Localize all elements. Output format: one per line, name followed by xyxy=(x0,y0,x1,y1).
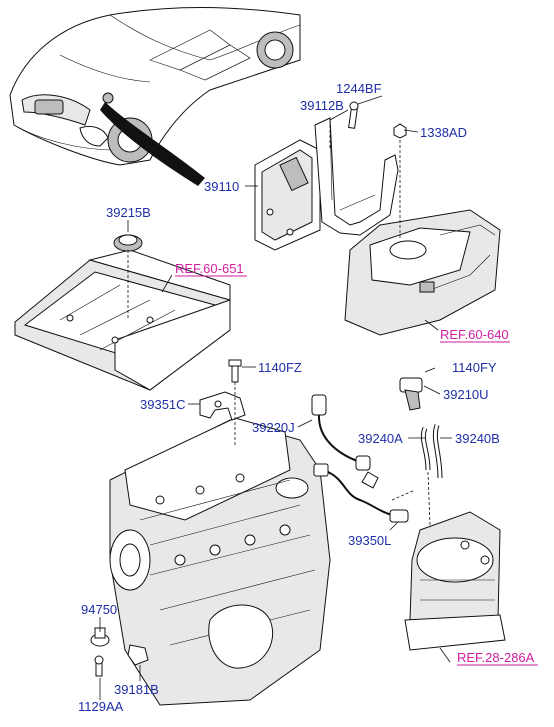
part-39350L[interactable]: 39350L xyxy=(348,533,391,548)
ref-60-640[interactable]: REF.60-640 xyxy=(440,327,509,342)
part-39240A[interactable]: 39240A xyxy=(358,431,403,446)
engine-block xyxy=(109,417,331,706)
ref-60-651[interactable]: REF.60-651 xyxy=(175,261,244,276)
part-1140FY[interactable]: 1140FY xyxy=(452,360,497,375)
part-39220J[interactable]: 39220J xyxy=(252,420,295,435)
part-39181B[interactable]: 39181B xyxy=(114,682,159,697)
oxygen-sensor-front xyxy=(311,394,379,489)
catalytic-converter xyxy=(404,511,506,651)
vehicle-illustration xyxy=(9,7,301,186)
oxygen-sensor-rear xyxy=(399,377,443,479)
part-1129AA[interactable]: 1129AA xyxy=(78,699,124,714)
leader-lines xyxy=(99,95,452,700)
part-39351C[interactable]: 39351C xyxy=(140,397,186,412)
part-1338AD[interactable]: 1338AD xyxy=(420,125,467,140)
sensor-bracket xyxy=(199,359,246,421)
part-94750[interactable]: 94750 xyxy=(81,602,117,617)
ecu-assembly xyxy=(254,101,407,251)
body-structure xyxy=(344,209,501,336)
ref-28-286A[interactable]: REF.28-286A xyxy=(457,650,535,665)
part-labels: 1244BF 39112B 1338AD 39110 39215B 1140FZ… xyxy=(78,81,500,714)
part-39112B[interactable]: 39112B xyxy=(300,98,344,113)
reference-labels: REF.60-651 REF.60-640 REF.28-286A xyxy=(175,261,538,666)
part-39215B[interactable]: 39215B xyxy=(106,205,151,220)
knock-sensor-parts xyxy=(90,627,149,677)
part-39240B[interactable]: 39240B xyxy=(455,431,500,446)
part-39110[interactable]: 39110 xyxy=(204,179,239,194)
part-39210U[interactable]: 39210U xyxy=(443,387,489,402)
part-1140FZ[interactable]: 1140FZ xyxy=(258,360,302,375)
oxygen-sensor-catalyst xyxy=(313,463,409,523)
part-1244BF[interactable]: 1244BF xyxy=(336,81,382,96)
crossmember-panel xyxy=(14,234,231,391)
